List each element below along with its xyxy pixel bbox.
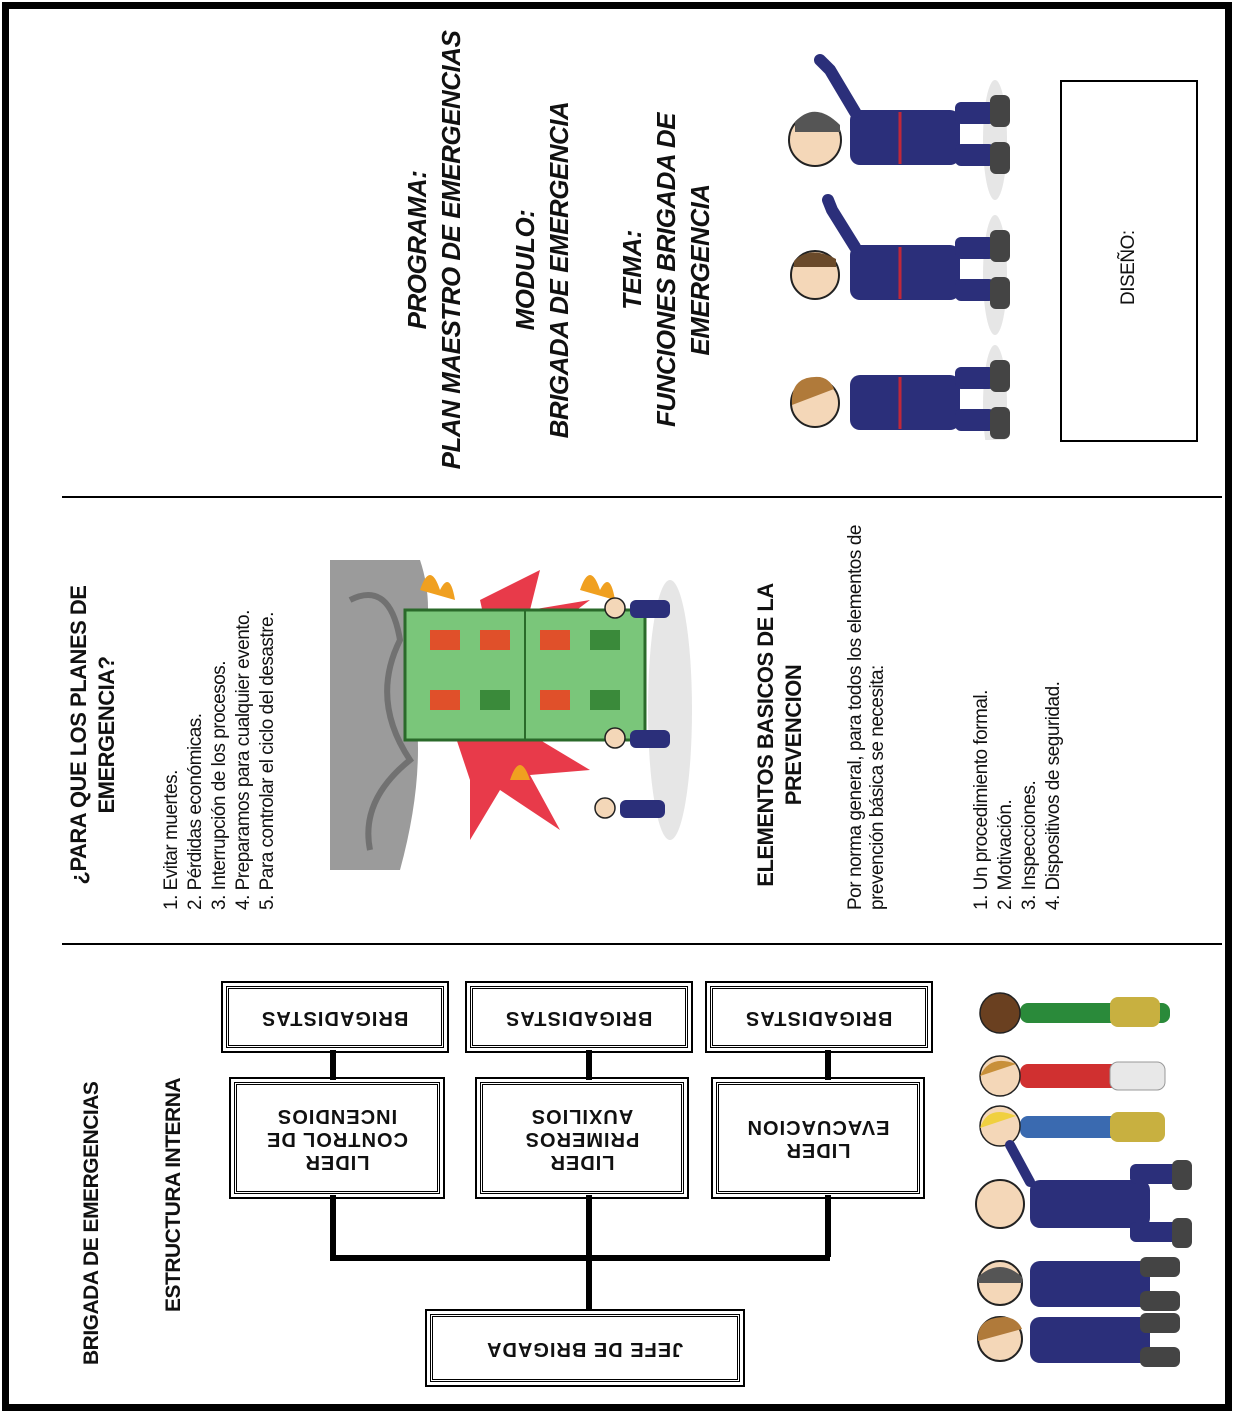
brigade-figures-cover	[788, 54, 1010, 440]
page-frame	[2, 2, 1232, 1411]
design-box	[1060, 80, 1198, 442]
question-line-1: ¿PARA QUE LOS PLANES DE	[66, 585, 91, 885]
programa-value: PLAN MAESTRO DE EMERGENCIAS	[436, 30, 466, 470]
question-heading: ¿PARA QUE LOS PLANES DE EMERGENCIA?	[65, 565, 121, 905]
figure-3	[790, 345, 1010, 440]
connector-leader-aid	[586, 1195, 592, 1255]
tema-value-2: EMERGENCIA	[685, 184, 715, 356]
leader-fire-label: LIDER CONTROL DE INCENDIOS	[266, 1104, 408, 1173]
reason-item: 4. Preparamos para cualquier evento.	[233, 610, 254, 910]
element-item: 1. Un procedimiento formal.	[971, 690, 992, 910]
connector-brig-evac	[825, 1050, 831, 1080]
brigadistas-label: BRIGADISTAS	[261, 1006, 409, 1029]
fold-line-1	[62, 496, 1222, 498]
brigade-title: BRIGADA DE EMERGENCIAS	[80, 1081, 103, 1365]
connector-horizontal	[330, 1255, 830, 1261]
tema-value-1: FUNCIONES BRIGADA DE	[651, 112, 681, 428]
element-item: 3. Inspecciones.	[1019, 780, 1040, 910]
brigadistas-box-evac: BRIGADISTAS	[705, 981, 933, 1053]
brigadista-3	[977, 1313, 1180, 1367]
brigadista-2	[977, 1257, 1180, 1311]
programa-label: PROGRAMA:	[402, 170, 432, 330]
civilian-2	[979, 1055, 1166, 1097]
tema-block: TEMA: FUNCIONES BRIGADA DE EMERGENCIA	[615, 100, 717, 440]
brigadistas-label: BRIGADISTAS	[505, 1006, 653, 1029]
leader-fire-box: LIDER CONTROL DE INCENDIOS	[229, 1077, 445, 1199]
tema-label: TEMA:	[617, 230, 647, 310]
modulo-block: MODULO: BRIGADA DE EMERGENCIA	[508, 95, 576, 445]
leader-aid-box: LIDER PRIMEROS AUXILIOS	[475, 1077, 689, 1199]
brigadista-pointing	[975, 1140, 1192, 1248]
reason-item: 5. Para controlar el ciclo del desastre.	[257, 612, 278, 910]
connector-brig-aid	[586, 1050, 592, 1080]
elements-heading-line-1: ELEMENTOS BASICOS DE LA	[753, 583, 778, 887]
modulo-label: MODULO:	[510, 209, 540, 331]
reason-item: 1. Evitar muertes.	[161, 770, 182, 910]
figure-1	[788, 54, 1010, 200]
figure-2	[790, 194, 1010, 335]
connector-leader-evac	[825, 1195, 831, 1257]
chief-box: JEFE DE BRIGADA	[425, 1309, 745, 1387]
design-label: DISEÑO:	[1118, 230, 1139, 305]
running-people	[620, 600, 670, 818]
leader-evac-label: LIDER EVACUACION	[746, 1116, 890, 1161]
leader-aid-label: LIDER PRIMEROS AUXILIOS	[524, 1104, 640, 1173]
brigadistas-box-aid: BRIGADISTAS	[465, 981, 693, 1053]
reasons-list: 1. Evitar muertes. 2. Pérdidas económica…	[160, 530, 280, 910]
chief-label: JEFE DE BRIGADA	[486, 1337, 684, 1360]
reason-item: 2. Pérdidas económicas.	[185, 713, 206, 910]
connector-leader-fire	[330, 1195, 336, 1257]
elements-list: 1. Un procedimiento formal. 2. Motivació…	[970, 530, 1066, 910]
civilian-3	[979, 1105, 1165, 1147]
programa-block: PROGRAMA: PLAN MAESTRO DE EMERGENCIAS	[400, 25, 468, 475]
question-line-2: EMERGENCIA?	[94, 656, 119, 814]
ground	[648, 580, 692, 840]
brigadistas-box-fire: BRIGADISTAS	[221, 981, 449, 1053]
reason-item: 3. Interrupción de los procesos.	[209, 660, 230, 910]
civilian-1	[979, 992, 1170, 1034]
connector-chief	[586, 1258, 592, 1310]
elements-heading: ELEMENTOS BASICOS DE LA PREVENCION	[752, 565, 808, 905]
fold-line-2	[62, 943, 1222, 945]
elements-intro: Por norma general, para todos los elemen…	[845, 525, 888, 910]
connector-brig-fire	[330, 1050, 336, 1080]
elements-heading-line-2: PREVENCION	[781, 664, 806, 806]
structure-subtitle: ESTRUCTURA INTERNA	[162, 1077, 185, 1312]
modulo-value: BRIGADA DE EMERGENCIA	[544, 101, 574, 439]
leader-evac-box: LIDER EVACUACION	[711, 1077, 925, 1199]
brigadistas-label: BRIGADISTAS	[745, 1006, 893, 1029]
element-item: 2. Motivación.	[995, 799, 1016, 910]
element-item: 4. Dispositivos de seguridad.	[1043, 681, 1064, 910]
burning-building-illustration	[330, 560, 692, 870]
people-illustration	[975, 992, 1192, 1367]
